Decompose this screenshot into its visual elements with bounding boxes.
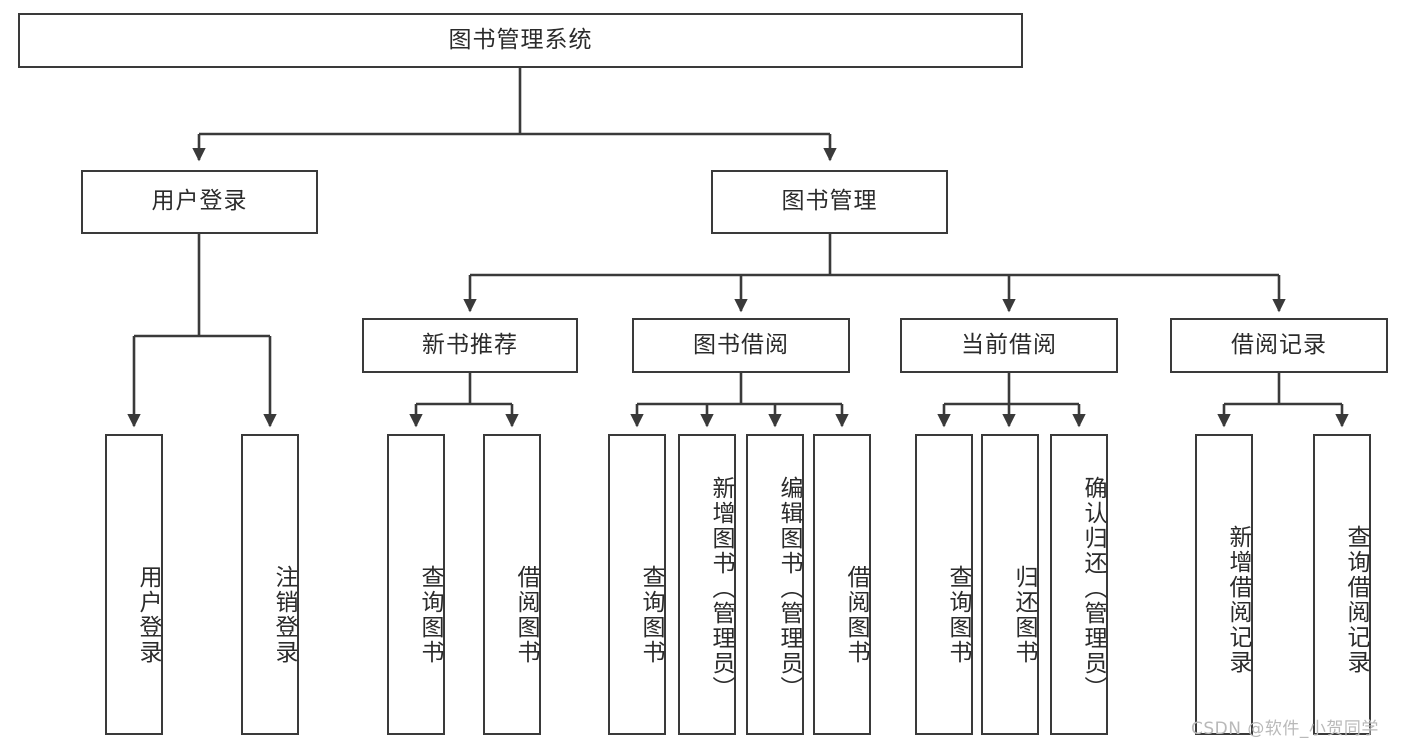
leaf-logout-login-label: 注销登录 xyxy=(271,564,297,665)
leaf-borrow-book-2[interactable]: 借阅图书 xyxy=(813,434,871,735)
leaf-borrow-book-2-label: 借阅图书 xyxy=(843,564,869,665)
leaf-user-login-label: 用户登录 xyxy=(135,564,161,665)
leaf-confirm-return-label: 确认归还（管理员） xyxy=(1080,476,1106,701)
leaf-return-book[interactable]: 归还图书 xyxy=(981,434,1039,735)
node-root[interactable]: 图书管理系统 xyxy=(18,13,1023,68)
leaf-query-book-3[interactable]: 查询图书 xyxy=(915,434,973,735)
leaf-query-record-label: 查询借阅记录 xyxy=(1343,524,1369,675)
node-root-label: 图书管理系统 xyxy=(448,26,593,53)
leaf-borrow-book-1-label: 借阅图书 xyxy=(513,564,539,665)
csdn-watermark: CSDN @软件_小贺同学 xyxy=(1191,719,1379,739)
node-book-borrow[interactable]: 图书借阅 xyxy=(632,318,850,373)
leaf-user-login[interactable]: 用户登录 xyxy=(105,434,163,735)
node-new-book-recommend[interactable]: 新书推荐 xyxy=(362,318,578,373)
leaf-add-record-label: 新增借阅记录 xyxy=(1225,524,1251,675)
node-current-borrow-label: 当前借阅 xyxy=(961,331,1057,358)
leaf-add-book-label: 新增图书（管理员） xyxy=(708,476,734,701)
node-book-borrow-label: 图书借阅 xyxy=(693,331,789,358)
leaf-query-book-2-label: 查询图书 xyxy=(638,564,664,665)
leaf-query-book-2[interactable]: 查询图书 xyxy=(608,434,666,735)
node-user-login-label: 用户登录 xyxy=(151,188,248,215)
node-borrow-record-label: 借阅记录 xyxy=(1231,331,1327,358)
leaf-logout-login[interactable]: 注销登录 xyxy=(241,434,299,735)
node-user-login[interactable]: 用户登录 xyxy=(81,170,318,234)
leaf-edit-book[interactable]: 编辑图书（管理员） xyxy=(746,434,804,735)
leaf-query-record[interactable]: 查询借阅记录 xyxy=(1313,434,1371,735)
node-book-manage-label: 图书管理 xyxy=(781,188,878,215)
leaf-add-record[interactable]: 新增借阅记录 xyxy=(1195,434,1253,735)
node-current-borrow[interactable]: 当前借阅 xyxy=(900,318,1118,373)
leaf-query-book-1-label: 查询图书 xyxy=(417,564,443,665)
node-book-manage[interactable]: 图书管理 xyxy=(711,170,948,234)
leaf-return-book-label: 归还图书 xyxy=(1011,564,1037,665)
node-borrow-record[interactable]: 借阅记录 xyxy=(1170,318,1388,373)
leaf-edit-book-label: 编辑图书（管理员） xyxy=(776,476,802,701)
node-new-book-recommend-label: 新书推荐 xyxy=(422,331,518,358)
leaf-add-book[interactable]: 新增图书（管理员） xyxy=(678,434,736,735)
leaf-query-book-1[interactable]: 查询图书 xyxy=(387,434,445,735)
leaf-confirm-return[interactable]: 确认归还（管理员） xyxy=(1050,434,1108,735)
leaf-borrow-book-1[interactable]: 借阅图书 xyxy=(483,434,541,735)
leaf-query-book-3-label: 查询图书 xyxy=(945,564,971,665)
